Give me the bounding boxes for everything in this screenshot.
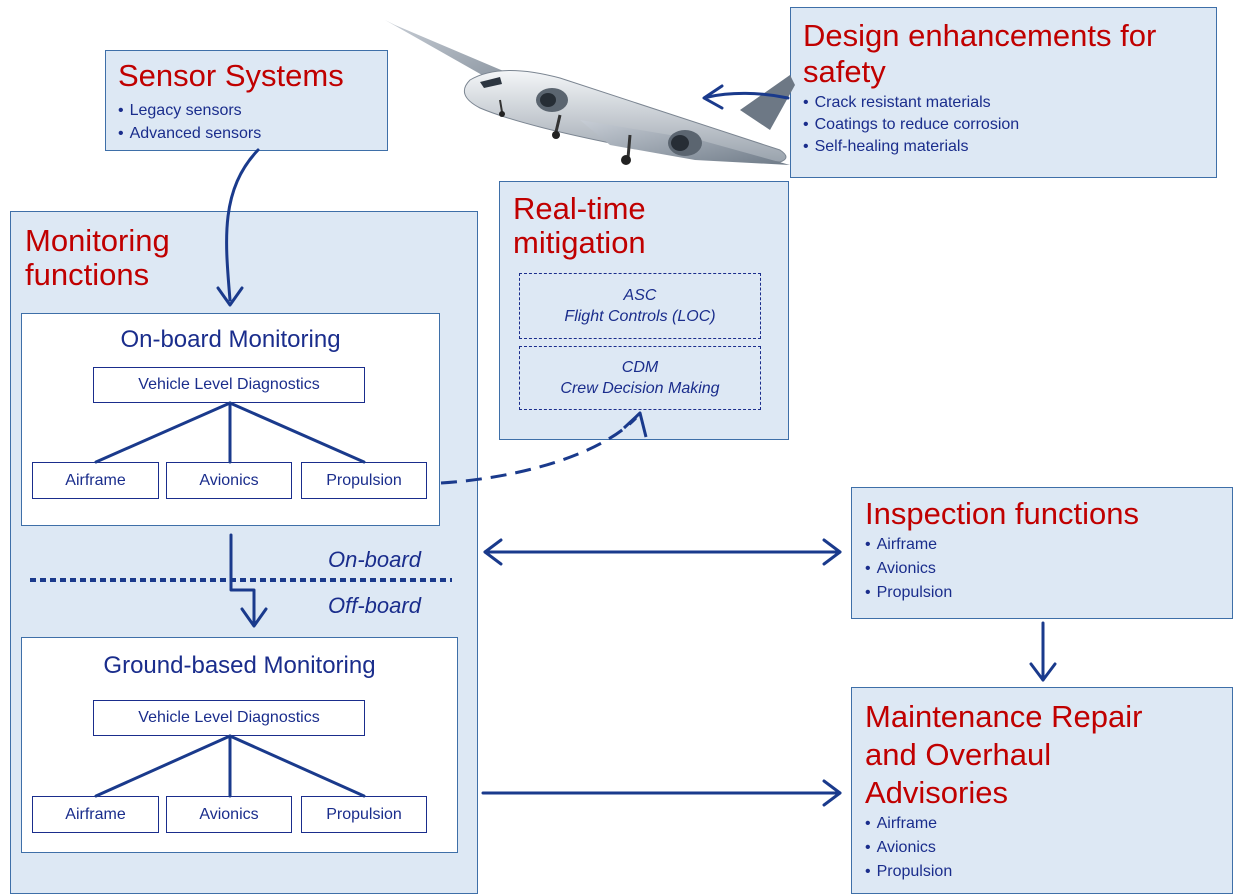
inspection-functions-list: Airframe Avionics Propulsion (865, 533, 1232, 605)
asc-box: ASC Flight Controls (LOC) (519, 273, 761, 339)
cdm-box: CDM Crew Decision Making (519, 346, 761, 410)
design-enhancements-list: Crack resistant materials Coatings to re… (803, 92, 1204, 158)
list-item: Crack resistant materials (803, 92, 1204, 114)
ground-airframe-box: Airframe (32, 796, 159, 833)
list-item: Propulsion (865, 581, 1232, 605)
onboard-propulsion-box: Propulsion (301, 462, 427, 499)
list-item: Avionics (865, 557, 1232, 581)
cdm-label: CDM (621, 359, 659, 376)
ground-avionics-box: Avionics (166, 796, 292, 833)
onboard-monitoring-title: On-board Monitoring (120, 326, 341, 353)
onboard-avionics-box: Avionics (166, 462, 292, 499)
list-item: Advanced sensors (118, 122, 387, 145)
arrowhead (702, 84, 724, 110)
monitoring-functions-title: Monitoring functions (25, 223, 170, 292)
design-enhancements-title: Design enhancements for safety (803, 18, 1157, 89)
airplane-icon (385, 20, 795, 165)
asc-label: ASC (623, 287, 657, 304)
sensor-systems-box: Sensor Systems Legacy sensors Advanced s… (105, 50, 388, 151)
mro-advisories-title: Maintenance Repair and Overhaul Advisori… (865, 699, 1143, 810)
ground-propulsion-box: Propulsion (301, 796, 427, 833)
list-item: Avionics (865, 836, 1232, 860)
list-item: Coatings to reduce corrosion (803, 114, 1204, 136)
onboard-airframe-box: Airframe (32, 462, 159, 499)
ground-vld-box: Vehicle Level Diagnostics (93, 700, 365, 736)
list-item: Legacy sensors (118, 99, 387, 122)
list-item: Propulsion (865, 860, 1232, 884)
inspection-functions-title: Inspection functions (865, 496, 1140, 531)
onboard-vld-box: Vehicle Level Diagnostics (93, 367, 365, 403)
mro-advisories-list: Airframe Avionics Propulsion (865, 812, 1232, 884)
design-enhancements-box: Design enhancements for safety Crack res… (790, 7, 1217, 178)
design-to-airplane-arrow (706, 91, 790, 100)
sensor-systems-list: Legacy sensors Advanced sensors (118, 99, 387, 145)
ground-monitoring-title: Ground-based Monitoring (103, 652, 376, 679)
inspection-functions-box: Inspection functions Airframe Avionics P… (851, 487, 1233, 619)
asc-sub-label: Flight Controls (LOC) (564, 308, 716, 325)
mro-advisories-box: Maintenance Repair and Overhaul Advisori… (851, 687, 1233, 894)
list-item: Airframe (865, 812, 1232, 836)
list-item: Self-healing materials (803, 136, 1204, 158)
onboard-label: On-board (328, 547, 421, 572)
sensor-systems-title: Sensor Systems (118, 58, 344, 93)
offboard-label: Off-board (328, 593, 421, 618)
cdm-sub-label: Crew Decision Making (560, 380, 720, 397)
list-item: Airframe (865, 533, 1232, 557)
realtime-mitigation-title: Real-time mitigation (513, 191, 646, 260)
